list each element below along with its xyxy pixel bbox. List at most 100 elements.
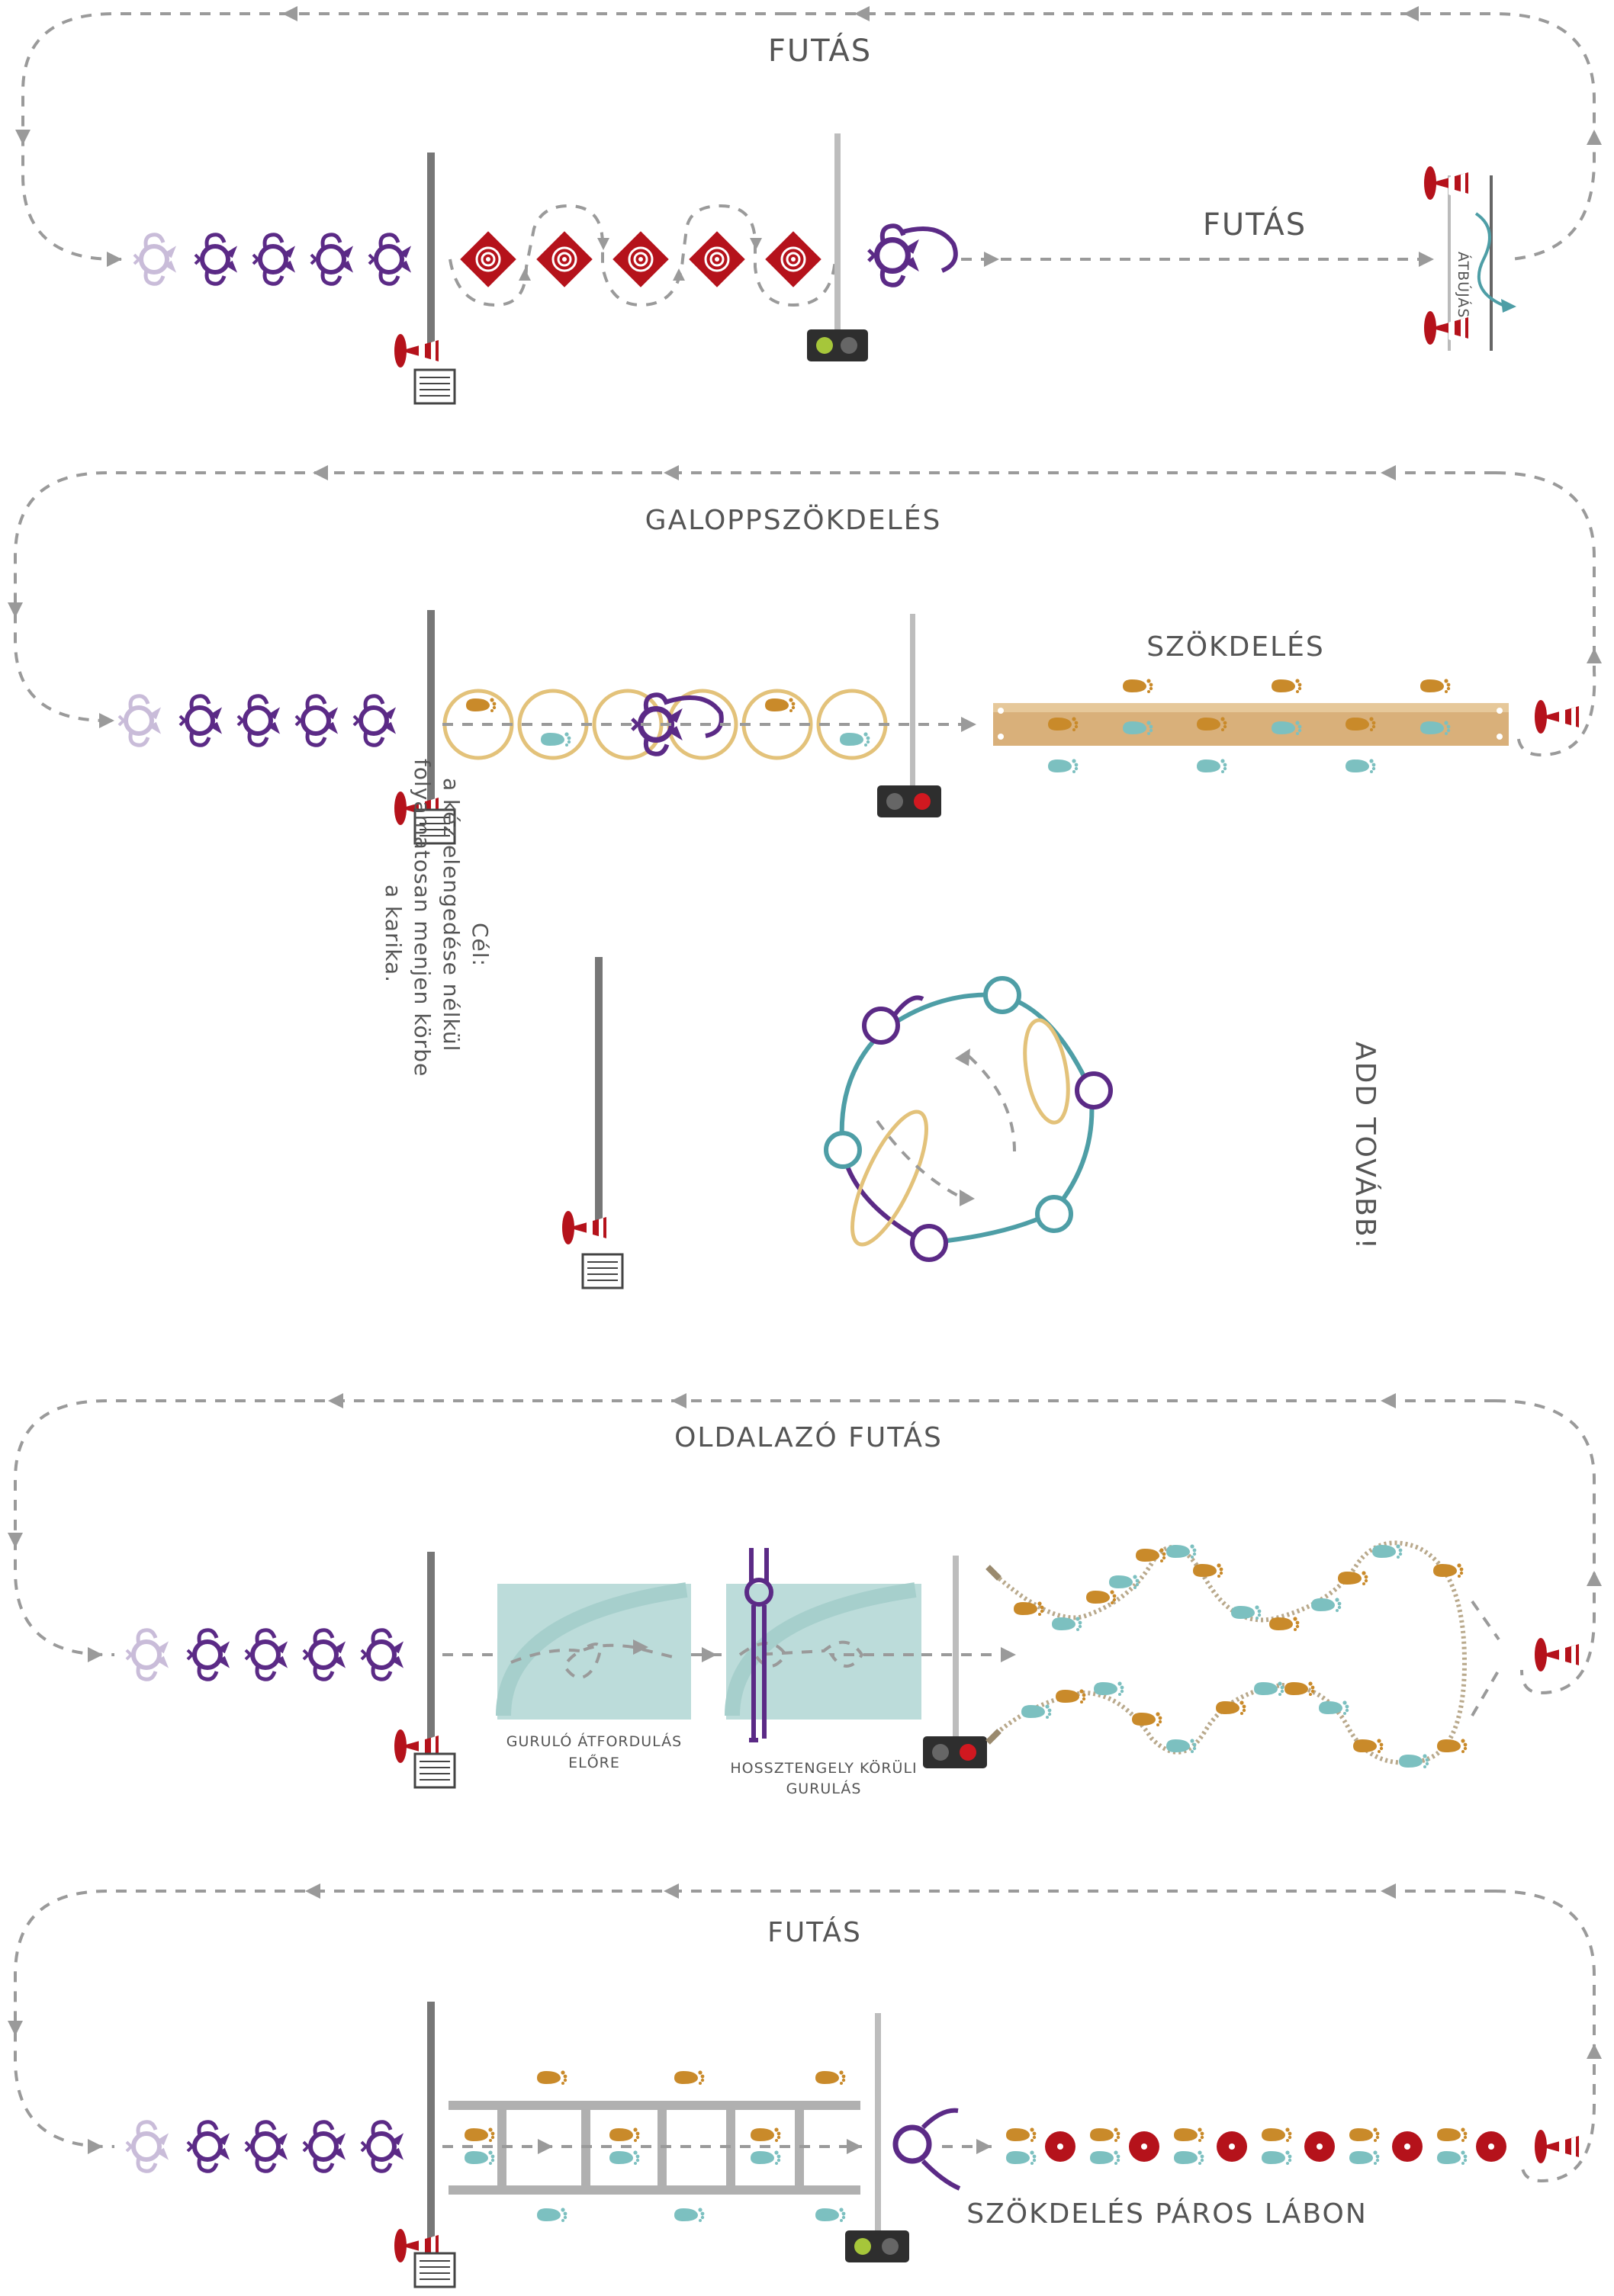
arrow-up-icon bbox=[1587, 648, 1602, 663]
goal-line-3: a karika. bbox=[381, 885, 406, 983]
arrow-left-icon bbox=[664, 465, 679, 480]
arrow-left-icon bbox=[305, 1883, 320, 1899]
footprint-icon bbox=[1216, 1700, 1246, 1715]
board-icon bbox=[581, 1253, 624, 1289]
kid-icon bbox=[862, 1007, 900, 1045]
footprint-icon bbox=[1174, 2150, 1204, 2165]
footprint-icon bbox=[1021, 1704, 1052, 1719]
kid-icon bbox=[188, 2122, 227, 2172]
footprint-icon bbox=[1193, 1563, 1223, 1578]
footprint-icon bbox=[1052, 1617, 1082, 1631]
footprint-icon bbox=[1349, 2127, 1380, 2142]
footprint-icon bbox=[751, 2127, 781, 2142]
footprint-icon bbox=[1048, 759, 1079, 773]
footprint-icon bbox=[674, 2070, 705, 2085]
label-add-tovabb: ADD TOVÁBB! bbox=[1349, 1042, 1381, 1251]
board-icon bbox=[413, 2252, 456, 2288]
footprint-icon bbox=[1109, 1575, 1140, 1589]
arrow-right-icon bbox=[538, 2139, 553, 2154]
cone-icon bbox=[1535, 2130, 1579, 2163]
arrow-left-icon bbox=[854, 6, 870, 21]
mat-1: GURULÓ ÁTFORDULÁS ELŐRE bbox=[496, 1582, 691, 1771]
footprint-icon bbox=[1353, 1739, 1384, 1753]
start-pole bbox=[427, 610, 435, 808]
footprint-icon bbox=[537, 2070, 567, 2085]
signal-pole bbox=[834, 133, 841, 332]
kid-icon bbox=[1075, 1071, 1113, 1109]
label-futas-bottom: FUTÁS bbox=[767, 1916, 862, 1948]
footprint-icon bbox=[465, 2127, 495, 2142]
footprint-icon bbox=[1311, 1598, 1342, 1612]
footprint-icon bbox=[1420, 679, 1451, 693]
goal-line-2: folyamatosan menjen körbe bbox=[410, 759, 435, 1077]
kid-icon bbox=[354, 696, 394, 746]
start-pole bbox=[427, 1552, 435, 1750]
target-icon bbox=[611, 230, 670, 289]
roll-path bbox=[738, 1640, 915, 1668]
slalom-path bbox=[449, 204, 837, 307]
label-szokdeles: SZÖKDELÉS bbox=[1146, 631, 1325, 663]
cone-icon bbox=[1424, 166, 1468, 200]
crawl-gate: ÁTBÚJÁS bbox=[1424, 166, 1516, 351]
running-loop-1-right bbox=[786, 12, 1596, 261]
arrow-left-icon bbox=[1381, 1883, 1396, 1899]
footprint-icon bbox=[1372, 1544, 1403, 1559]
target-icon bbox=[458, 230, 518, 289]
footprint-icon bbox=[1349, 2150, 1380, 2165]
label-galoppszokdeles: GALOPPSZÖKDELÉS bbox=[645, 504, 942, 536]
arrow-up-icon bbox=[1587, 2044, 1602, 2059]
footprint-icon bbox=[765, 698, 796, 712]
signal-light-green bbox=[845, 2230, 909, 2262]
footprint-icon bbox=[1166, 1544, 1197, 1559]
kids-queue-4 bbox=[127, 1630, 401, 1680]
rope-course bbox=[985, 1540, 1468, 1768]
kid-icon bbox=[362, 2122, 401, 2172]
mat-2: HOSSZTENGELY KÖRÜLI GURULÁS bbox=[725, 1548, 921, 1797]
target-icon bbox=[687, 230, 747, 289]
start-pole bbox=[427, 2002, 435, 2249]
hoop-icon bbox=[850, 1109, 928, 1247]
kid-icon bbox=[304, 1630, 343, 1680]
kids-queue-1 bbox=[134, 235, 409, 284]
footprint-icon bbox=[1272, 679, 1302, 693]
arrow-right-icon bbox=[1001, 1647, 1016, 1662]
signal-light-red bbox=[923, 1736, 987, 1768]
roll-path bbox=[510, 1643, 680, 1679]
arrow-down-icon bbox=[15, 130, 31, 145]
footprint-icon bbox=[1166, 1739, 1197, 1753]
target-icon bbox=[535, 230, 594, 289]
footprint-icon bbox=[1262, 2127, 1292, 2142]
footprint-icon bbox=[1231, 1605, 1262, 1620]
target-icon bbox=[764, 230, 823, 289]
footprint-icon bbox=[1090, 2150, 1120, 2165]
arrow-up-icon bbox=[1587, 130, 1602, 145]
station-1: FUTÁS bbox=[15, 6, 1602, 405]
signal-pole bbox=[910, 614, 915, 789]
goal-note: Cél: a kéz elengedése nélkül folyamatosa… bbox=[381, 759, 493, 1077]
rope-exit-path bbox=[1471, 1600, 1500, 1641]
arrow-icon bbox=[960, 1190, 975, 1206]
footprint-icon bbox=[1346, 759, 1376, 773]
signal-light-green bbox=[807, 329, 868, 361]
kid-icon bbox=[246, 1630, 285, 1680]
arrow-right-icon bbox=[99, 713, 114, 728]
kid-icon bbox=[253, 235, 293, 284]
footprint-icon bbox=[815, 2208, 846, 2222]
floor-markers bbox=[1006, 2127, 1506, 2165]
footprint-icon bbox=[1136, 1548, 1166, 1562]
start-pole bbox=[427, 153, 435, 351]
arrow-right-icon bbox=[847, 2139, 862, 2154]
running-loop-4 bbox=[14, 1399, 1495, 1656]
kid-faded-icon bbox=[134, 235, 174, 284]
footprint-icon bbox=[1123, 679, 1153, 693]
runner-icon bbox=[892, 2108, 961, 2191]
footprint-icon bbox=[815, 2070, 846, 2085]
mat2-label-line-1: HOSSZTENGELY KÖRÜLI bbox=[730, 1759, 917, 1777]
arrow-right-icon bbox=[1419, 252, 1434, 267]
running-loop-4-right bbox=[1494, 1399, 1596, 1695]
standing-kid-icon bbox=[744, 1548, 773, 1742]
arrow-left-icon bbox=[328, 1393, 343, 1408]
footprint-icon bbox=[1399, 1754, 1429, 1768]
runner-icon bbox=[869, 226, 916, 284]
